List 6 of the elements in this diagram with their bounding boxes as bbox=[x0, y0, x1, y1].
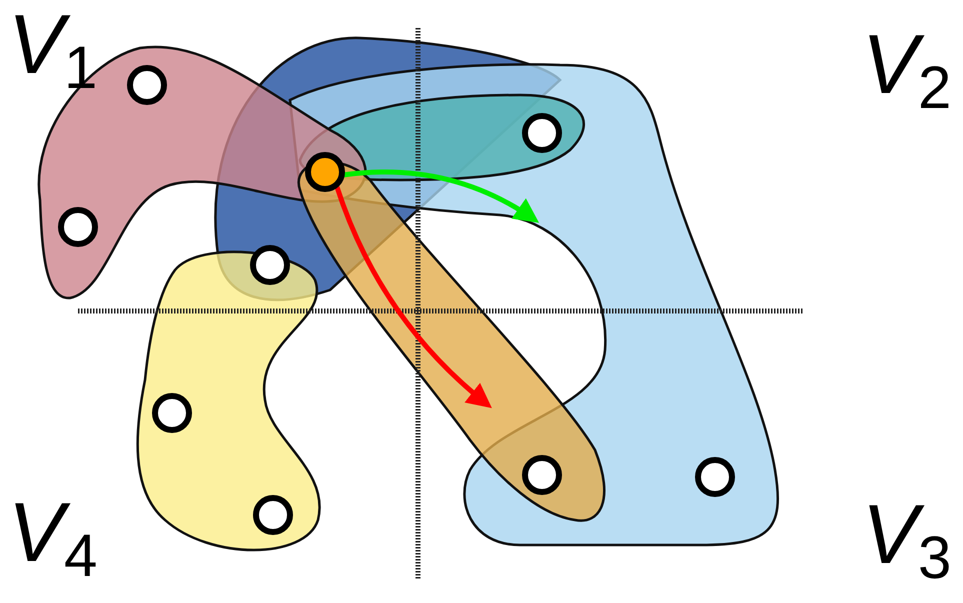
quadrant-label: V$_{2}$ bbox=[862, 22, 952, 118]
quadrant-label: V$_{3}$ bbox=[862, 492, 952, 588]
arrow bbox=[334, 186, 492, 408]
quadrant-label: V$_{1}$ bbox=[8, 2, 98, 98]
quadrant-label: V$_{4}$ bbox=[8, 490, 98, 586]
arrow bbox=[342, 170, 540, 223]
